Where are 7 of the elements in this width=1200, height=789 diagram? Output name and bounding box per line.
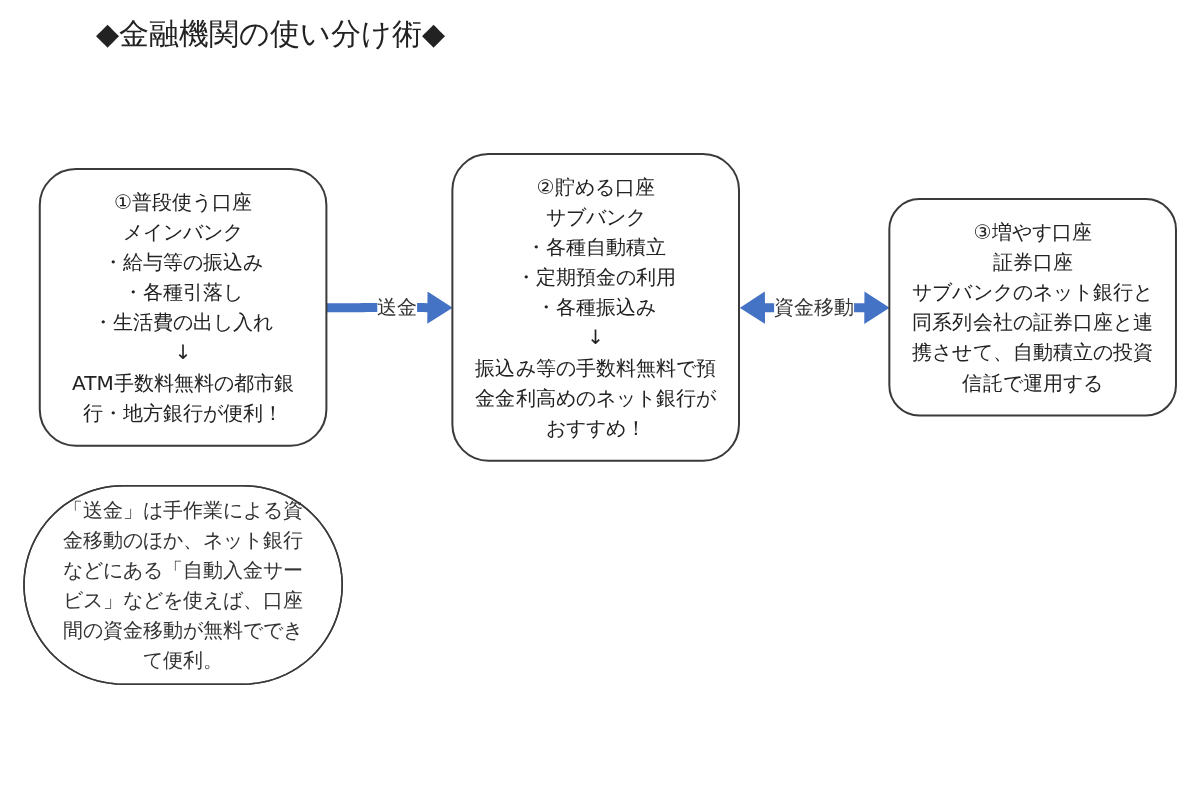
- diagram-title: ◆金融機関の使い分け術◆: [96, 15, 446, 53]
- node-box: ②貯める口座 サブバンク ・各種自動積立 ・定期預金の利用 ・各種振込み ↓ 振込み等の手数料無料で預金金利高めのネット銀行がおすすめ！: [451, 152, 740, 462]
- node-box: ①普段使う口座 メインバンク ・給与等の振込み ・各種引落し ・生活費の出し入れ ↓ ATM手数料無料の都市銀行・地方銀行が便利！: [38, 167, 328, 447]
- arrow: [326, 291, 453, 324]
- node-box: ③増やす口座 証券口座 サブバンクのネット銀行と同系列会社の証券口座と連携させて、自動積立の投資信託で運用する: [888, 198, 1177, 417]
- edge-label: 資金移動: [774, 295, 855, 320]
- edge-label: 送金: [377, 295, 418, 320]
